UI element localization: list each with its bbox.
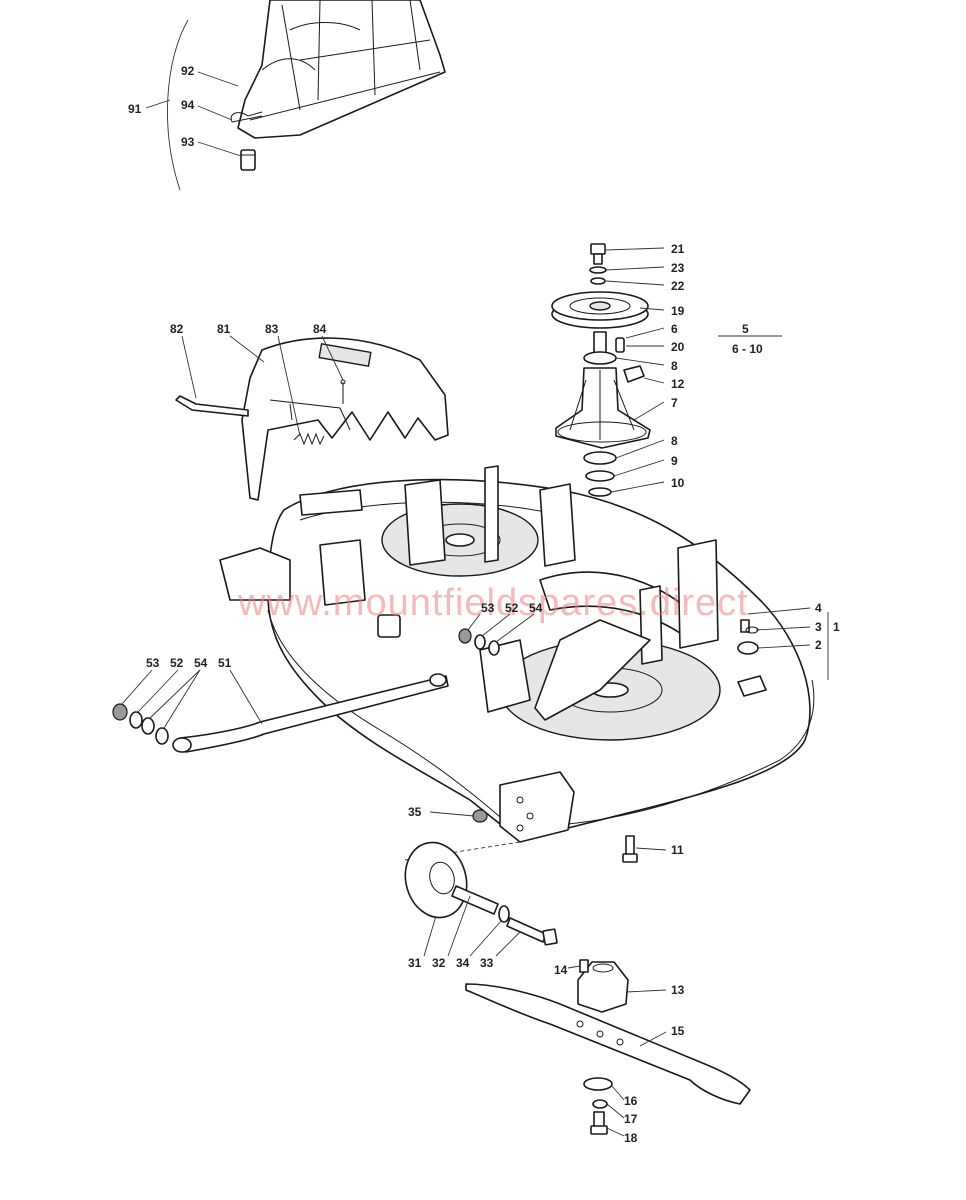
spindle-housing-7 [555, 367, 651, 449]
key-14 [579, 959, 589, 973]
callout-9: 9 [671, 454, 678, 468]
deck-brackets [219, 465, 719, 721]
callout-16: 16 [624, 1094, 638, 1108]
washer-17 [592, 1099, 608, 1109]
callout-53-front: 53 [481, 601, 495, 615]
callout-35: 35 [408, 805, 422, 819]
callout-52-front: 52 [505, 601, 519, 615]
deck-fixings [737, 619, 767, 697]
callout-20: 20 [671, 340, 685, 354]
callout-15: 15 [671, 1024, 685, 1038]
rear-cover-81 [241, 337, 449, 501]
washer-10 [588, 487, 612, 497]
blade-15 [465, 983, 751, 1105]
callout-4: 4 [815, 601, 822, 615]
callout-54-rod: 54 [194, 656, 208, 670]
nut-washer-set-front [458, 628, 500, 656]
washer-16 [583, 1077, 613, 1091]
anti-scalp-wheel-31 [404, 841, 468, 919]
callout-23: 23 [671, 261, 685, 275]
callout-34: 34 [456, 956, 470, 970]
callout-10: 10 [671, 476, 685, 490]
callout-2: 2 [815, 638, 822, 652]
washer-22 [590, 277, 606, 285]
view-bracket-91 [167, 19, 189, 191]
callout-94: 94 [181, 98, 195, 112]
leader-92 [197, 71, 239, 87]
callout-93: 93 [181, 135, 195, 149]
callout-54-front: 54 [529, 601, 543, 615]
callout-14: 14 [554, 963, 568, 977]
spring-83 [293, 432, 325, 446]
pulley-19 [551, 291, 649, 329]
bolt-33 [506, 917, 558, 946]
callout-91: 91 [128, 102, 142, 116]
watermark: www.mountfieldspares.direct [237, 582, 749, 624]
spindle-bolt-21 [590, 243, 606, 265]
bolt-93 [240, 149, 256, 171]
callout-33: 33 [480, 956, 494, 970]
bolt-11 [622, 835, 638, 863]
callout-6: 6 [671, 322, 678, 336]
callout-21: 21 [671, 242, 685, 256]
leader-93 [197, 141, 242, 157]
callout-11: 11 [671, 843, 684, 857]
leader-91 [145, 99, 171, 109]
bearing-8-lower [583, 451, 617, 465]
callout-52-rod: 52 [170, 656, 184, 670]
rod-82 [175, 395, 249, 417]
bearing-8-upper [583, 351, 617, 365]
callout-8-upper: 8 [671, 359, 678, 373]
washer-9 [585, 470, 615, 482]
callout-92: 92 [181, 64, 195, 78]
callout-82: 82 [170, 322, 184, 336]
leader-94 [197, 105, 233, 121]
callout-5: 5 [742, 322, 749, 336]
callout-8-lower: 8 [671, 434, 678, 448]
washer-34 [498, 905, 510, 923]
wheel-bracket-plate [499, 771, 575, 843]
callout-6-10: 6 - 10 [732, 342, 763, 356]
callout-19: 19 [671, 304, 685, 318]
callout-31: 31 [408, 956, 422, 970]
nut-12 [623, 365, 645, 383]
callout-32: 32 [432, 956, 446, 970]
pin-94 [230, 111, 263, 123]
callout-17: 17 [624, 1112, 638, 1126]
callout-81: 81 [217, 322, 231, 336]
callout-18: 18 [624, 1131, 638, 1145]
callout-84: 84 [313, 322, 327, 336]
wheel-axis-guide [404, 841, 521, 861]
deflector-chute-part [237, 0, 446, 139]
callout-3: 3 [815, 620, 822, 634]
callout-51: 51 [218, 656, 232, 670]
callout-53-rod: 53 [146, 656, 160, 670]
wheel-spacer-32 [451, 885, 499, 915]
adjustment-rod-51 [172, 673, 449, 753]
nut-35 [472, 809, 488, 823]
callout-12: 12 [671, 377, 685, 391]
washer-23 [589, 266, 607, 274]
callout-22: 22 [671, 279, 685, 293]
callout-83: 83 [265, 322, 279, 336]
blade-bolt-18 [590, 1111, 608, 1135]
callout-13: 13 [671, 983, 685, 997]
callout-7: 7 [671, 396, 678, 410]
nut-washer-set-rod [112, 703, 169, 745]
callout-1: 1 [833, 620, 840, 634]
